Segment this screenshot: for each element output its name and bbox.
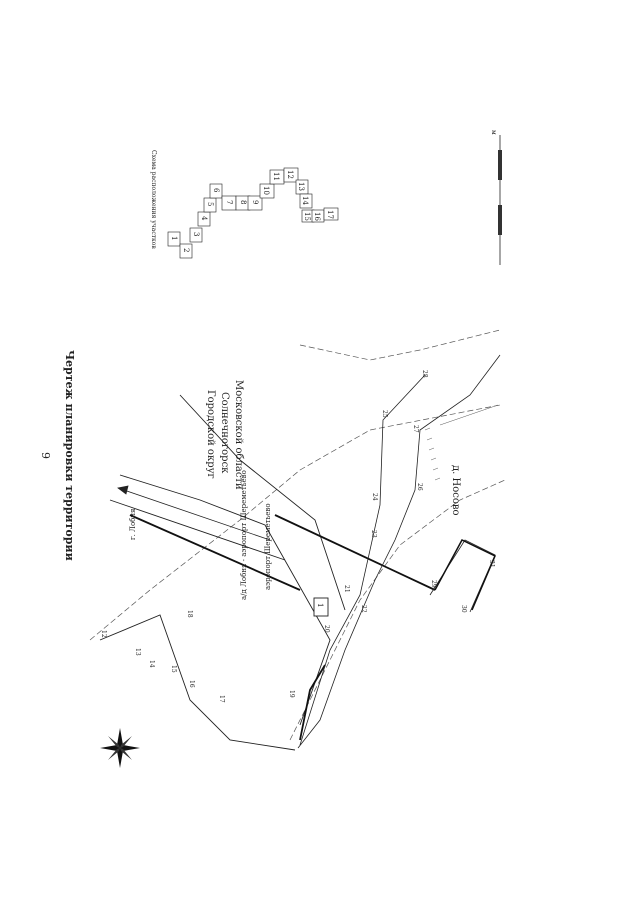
point-label: 19 <box>288 690 295 698</box>
point-label: 27 <box>412 425 419 433</box>
legend-cell: 14 <box>301 196 309 205</box>
legend-cell: 8 <box>239 200 247 204</box>
parcel-id-box: 1 <box>313 597 329 617</box>
point-label: 25 <box>381 410 388 418</box>
legend-cell: 3 <box>192 232 200 236</box>
legend-cell: 2 <box>182 248 190 252</box>
legend-cell: 6 <box>212 188 220 193</box>
village-label: д. Носово <box>450 465 461 516</box>
legend-scheme: Схема расположения участков 1 2 3 4 <box>150 150 339 259</box>
label-road-2: аэропорт Шереметьево <box>264 503 272 590</box>
scale-bar-label: м <box>490 130 497 135</box>
compass-rose-icon <box>100 728 140 768</box>
point-label: 15 <box>170 665 177 673</box>
drawing-title: Чертеж планировки территории <box>63 350 76 561</box>
point-label: 28 <box>421 370 428 378</box>
dashed-boundary <box>89 329 506 741</box>
legend-cell: 15 <box>303 212 311 221</box>
point-label: 16 <box>188 680 195 688</box>
point-labels: 12 13 14 15 16 17 18 19 20 21 22 23 24 2… <box>100 370 495 703</box>
point-label: 18 <box>186 610 193 618</box>
legend-cell: 9 <box>251 200 259 204</box>
point-label: 17 <box>218 695 225 703</box>
hatch-marks <box>424 404 499 481</box>
legend-cell: 12 <box>286 170 294 179</box>
point-label: 20 <box>323 625 330 633</box>
legend-cell: 1 <box>170 236 178 240</box>
village-boundary <box>434 539 496 611</box>
arrow-to-lobnya <box>117 485 271 541</box>
point-label: 22 <box>360 605 367 613</box>
point-label: 30 <box>460 605 467 613</box>
legend-cell: 17 <box>326 210 334 219</box>
point-label: 24 <box>371 493 378 501</box>
region-line-3: Московской области <box>233 380 244 490</box>
legend-cell: 13 <box>297 182 305 191</box>
point-label: 29 <box>430 580 437 588</box>
legend-cell: 10 <box>262 186 270 195</box>
point-label: 21 <box>343 585 350 593</box>
point-label: 23 <box>370 530 377 538</box>
road-lines <box>99 394 346 751</box>
legend-cell: 5 <box>206 202 214 206</box>
legend-cell: 7 <box>225 200 233 204</box>
scale-bar: м <box>490 130 502 265</box>
legend-cell: 16 <box>313 212 321 221</box>
territory-boundary <box>297 354 501 749</box>
region-line-2: Солнечногорск <box>219 392 230 474</box>
legend-cell: 4 <box>200 216 208 221</box>
label-road-1: а/д Лобня - аэропорт Шереметьево <box>240 470 248 600</box>
label-to-lobnya: г. Лобня <box>129 508 137 540</box>
point-label: 14 <box>148 660 155 668</box>
point-label: 26 <box>416 483 423 491</box>
region-line-1: Городской округ <box>205 390 216 479</box>
point-label: 12 <box>100 630 107 638</box>
legend-cell: 11 <box>272 172 280 181</box>
point-label: 13 <box>134 648 141 656</box>
legend-title: Схема расположения участков <box>150 150 157 249</box>
parcel-id: 1 <box>316 603 324 607</box>
point-label: 31 <box>488 560 495 568</box>
region-label: Городской округ Солнечногорск Московской… <box>205 380 244 490</box>
page-number: 9 <box>39 452 52 459</box>
bold-roads <box>129 514 436 741</box>
